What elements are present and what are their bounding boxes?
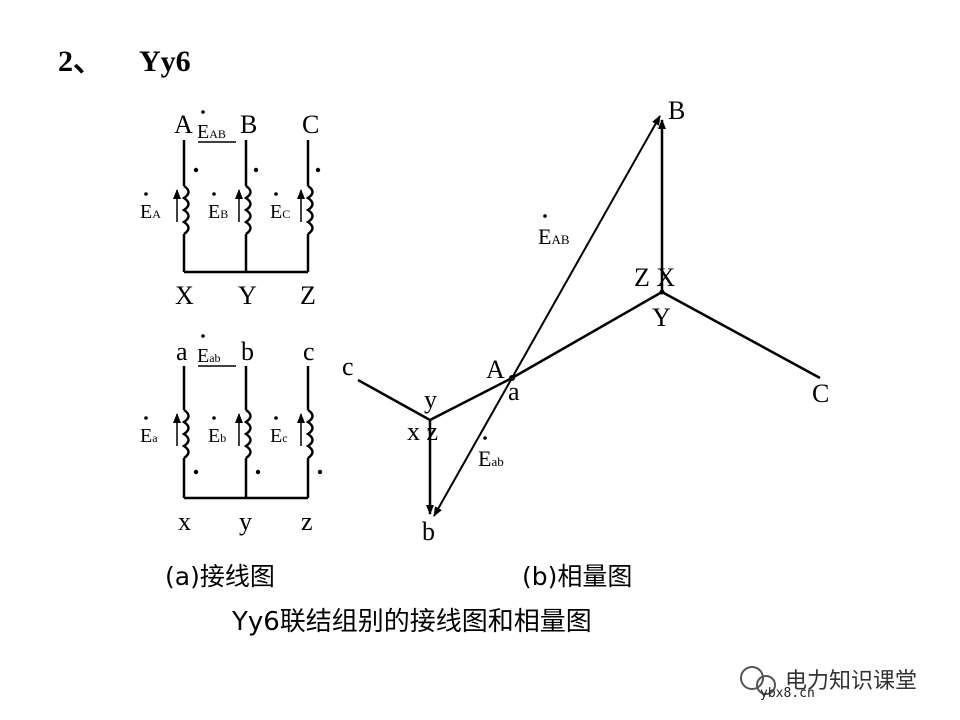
phasor-label-y: y xyxy=(424,385,437,414)
phasor-high-voltage-star xyxy=(511,115,821,380)
primary-emf-C: EC xyxy=(270,201,290,223)
section-heading: 2、 Yy6 xyxy=(58,36,191,80)
primary-terminal-A: A xyxy=(174,110,193,139)
phasor-emf-ab-label: Eab xyxy=(478,446,504,471)
section-title: Yy6 xyxy=(139,45,191,78)
secondary-terminal-y: y xyxy=(239,507,252,536)
watermark-text: 电力知识课堂 xyxy=(785,669,918,694)
wechat-logo-icon xyxy=(740,666,776,695)
phasor-label-xz: x z xyxy=(407,417,438,446)
caption-phasor: (b)相量图 xyxy=(522,562,632,591)
primary-coil-c xyxy=(305,184,314,236)
phasor-label-a: a xyxy=(508,377,520,406)
secondary-emf-overdots xyxy=(144,334,278,420)
phasor-emf-overdots xyxy=(483,214,547,440)
primary-terminal-X: X xyxy=(175,281,194,310)
primary-terminal-C: C xyxy=(302,110,319,139)
primary-line-emf: EAB xyxy=(197,121,226,143)
phasor-emf-ab-arrow xyxy=(433,377,513,517)
phasor-node-Aa xyxy=(509,375,515,381)
secondary-polarity-dots xyxy=(193,469,323,475)
primary-terminal-Z: Z xyxy=(300,281,316,310)
primary-emf-B: EB xyxy=(208,201,228,223)
primary-terminal-Y: Y xyxy=(238,281,257,310)
secondary-terminal-b: b xyxy=(241,337,254,366)
secondary-terminal-c: c xyxy=(303,337,315,366)
primary-coil-b xyxy=(243,184,252,236)
phasor-label-ZX: Z X xyxy=(634,263,675,292)
primary-terminal-B: B xyxy=(240,110,257,139)
primary-polarity-dots xyxy=(193,167,321,173)
primary-winding-group xyxy=(173,140,314,274)
secondary-emf-a: Ea xyxy=(140,425,158,447)
primary-emf-overdots xyxy=(144,110,278,196)
phasor-label-A: A xyxy=(486,355,505,384)
secondary-emf-b: Eb xyxy=(208,425,226,447)
secondary-winding-group xyxy=(173,365,314,500)
phasor-label-b: b xyxy=(422,517,435,546)
phasor-low-voltage-star xyxy=(357,376,513,517)
secondary-coil-b xyxy=(243,408,252,460)
phasor-label-B: B xyxy=(668,96,685,125)
phasor-label-C: C xyxy=(812,379,829,408)
secondary-coil-a xyxy=(181,408,190,460)
phasor-label-Y: Y xyxy=(652,303,671,332)
secondary-terminal-a: a xyxy=(176,337,188,366)
caption-main: Yy6联结组别的接线图和相量图 xyxy=(231,607,592,637)
secondary-terminal-x: x xyxy=(178,507,191,536)
section-number: 2、 xyxy=(58,45,103,78)
phasor-node-neutral-high xyxy=(659,289,665,295)
primary-coil-a xyxy=(181,184,190,236)
watermark-url: ybx8.cn xyxy=(760,686,815,701)
secondary-terminal-z: z xyxy=(301,507,313,536)
secondary-line-emf: Eab xyxy=(197,345,221,367)
caption-connection: (a)接线图 xyxy=(165,562,275,591)
secondary-emf-c: Ec xyxy=(270,425,288,447)
phasor-emf-AB-label: EAB xyxy=(538,224,570,249)
phasor-label-c: c xyxy=(342,352,354,381)
phasor-emf-AB-arrow xyxy=(511,115,661,379)
secondary-coil-c xyxy=(305,408,314,460)
primary-emf-A: EA xyxy=(140,201,161,223)
